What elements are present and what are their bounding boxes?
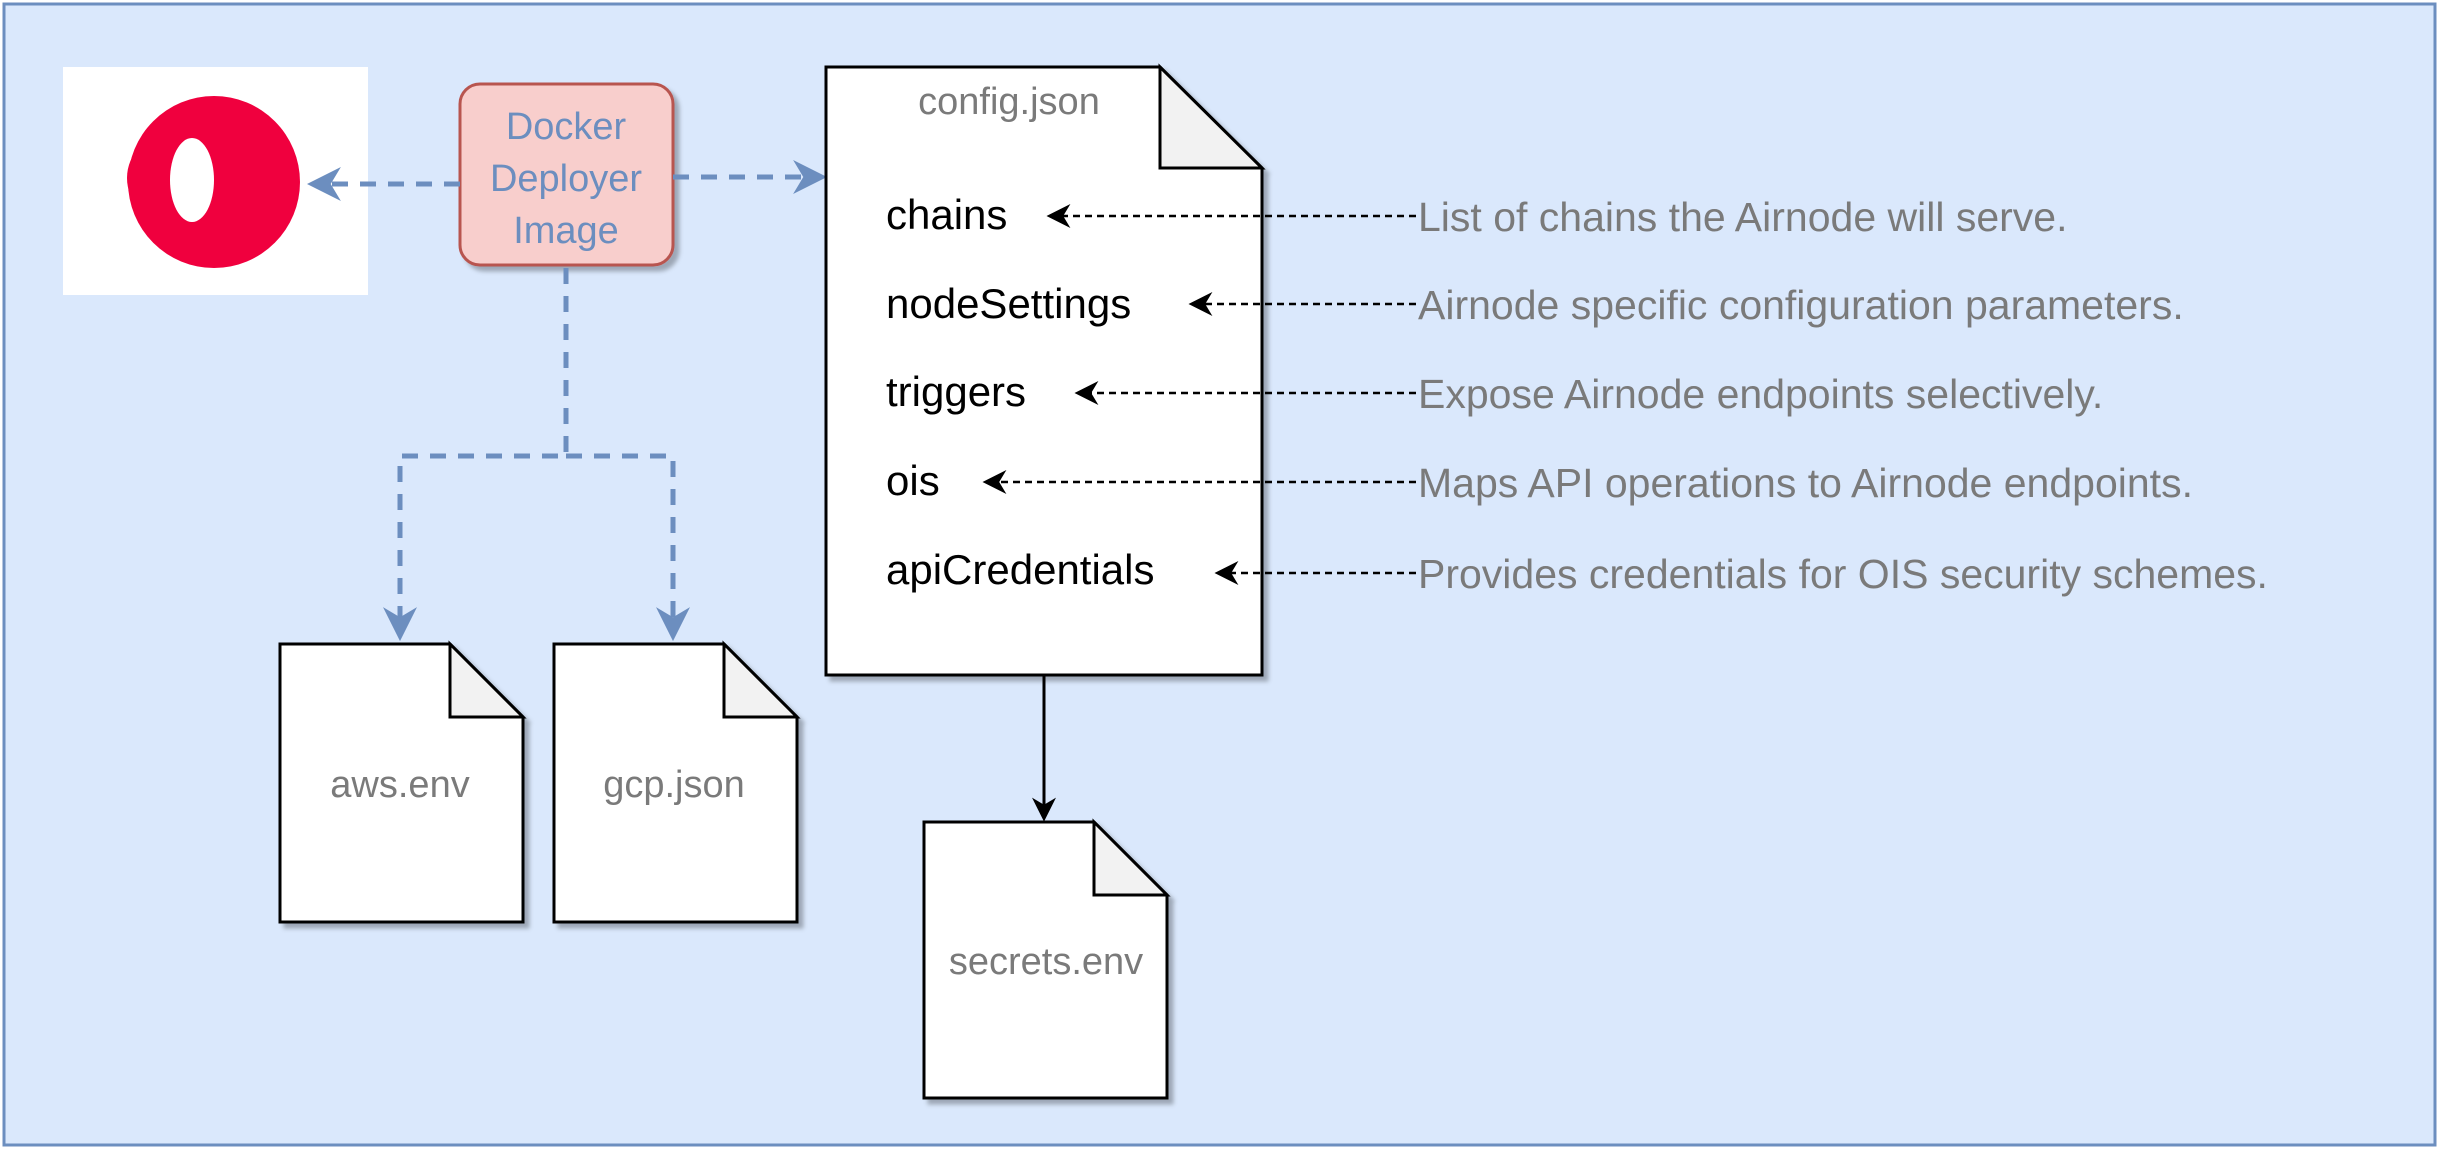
config-keys-list: chains nodeSettings triggers ois apiCred…: [886, 191, 1155, 593]
description-triggers: Expose Airnode endpoints selectively.: [1418, 371, 2103, 417]
config-key-chains: chains: [886, 191, 1007, 238]
secrets-file-label: secrets.env: [949, 941, 1143, 983]
docker-deployer-image-box: Docker Deployer Image: [458, 82, 675, 267]
aws-file-label: aws.env: [330, 764, 469, 806]
description-connectors: [982, 204, 1416, 585]
description-node-settings: Airnode specific configuration parameter…: [1418, 282, 2184, 328]
config-file-label: config.json: [918, 81, 1100, 123]
aws-env-file: [278, 640, 527, 924]
docker-label-line2: Deployer: [490, 158, 642, 200]
docker-to-gcp-arrow: [566, 453, 690, 642]
airnode-logo-icon: [63, 67, 368, 295]
secrets-env-file: [922, 818, 1171, 1100]
config-key-ois: ois: [886, 457, 940, 504]
config-key-api-credentials: apiCredentials: [886, 546, 1155, 593]
config-descriptions: List of chains the Airnode will serve. A…: [1418, 194, 2268, 597]
description-chains: List of chains the Airnode will serve.: [1418, 194, 2068, 240]
docker-to-aws-arrow: [383, 268, 569, 642]
docker-label-line1: Docker: [506, 106, 627, 148]
config-json-file: [824, 63, 1266, 677]
description-ois: Maps API operations to Airnode endpoints…: [1418, 460, 2193, 506]
docker-label-line3: Image: [513, 210, 619, 252]
config-key-node-settings: nodeSettings: [886, 280, 1131, 327]
gcp-json-file: [552, 640, 801, 924]
gcp-file-label: gcp.json: [603, 764, 745, 806]
description-api-credentials: Provides credentials for OIS security sc…: [1418, 551, 2268, 597]
config-key-triggers: triggers: [886, 368, 1026, 415]
docker-connectors: [306, 160, 828, 642]
